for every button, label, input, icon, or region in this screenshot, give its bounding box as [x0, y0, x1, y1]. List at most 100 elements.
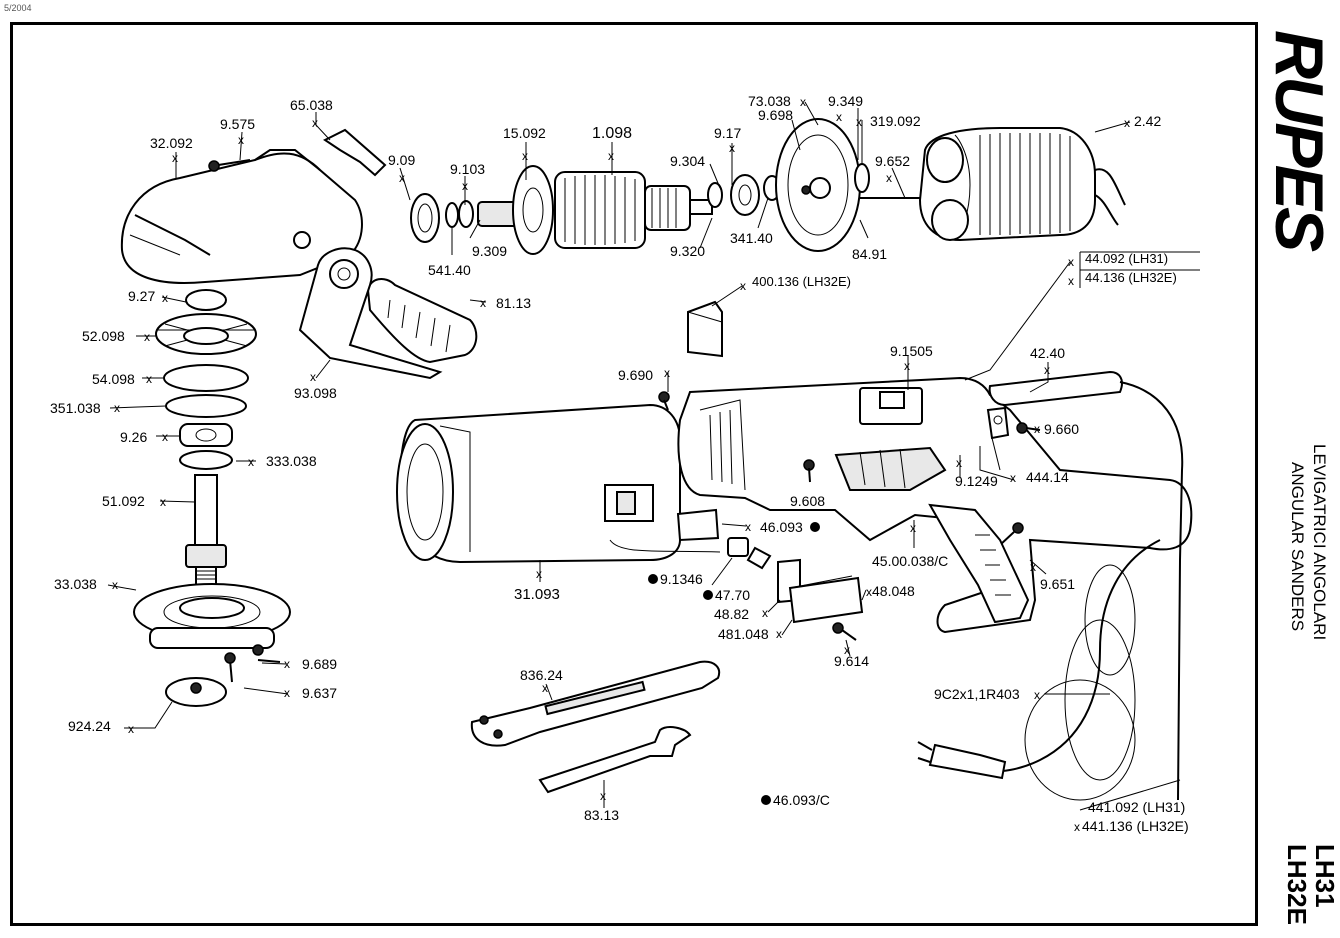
label-9698: 9.698 [758, 107, 793, 123]
bearing-926 [179, 423, 233, 447]
svg-text:x: x [844, 643, 850, 657]
svg-text:x: x [238, 133, 244, 147]
label-926: 9.26 [120, 429, 147, 445]
label-4882: 48.82 [714, 606, 749, 622]
label-9320: 9.320 [670, 243, 705, 259]
svg-text:x: x [776, 627, 782, 641]
svg-text:x: x [284, 686, 290, 700]
part-labels: 65.038 9.575 32.092 9.09 9.103 15.092 1.… [50, 93, 1189, 834]
svg-text:x: x [146, 372, 152, 386]
label-48048: 48.048 [872, 583, 915, 599]
svg-text:x: x [172, 151, 178, 165]
svg-text:x: x [312, 116, 318, 130]
washer-351038 [165, 394, 247, 418]
pinion-9309 [477, 201, 519, 227]
label-481048: 481.048 [718, 626, 769, 642]
grip-4500038c [928, 503, 1030, 624]
label-91249: 9.1249 [955, 473, 998, 489]
label-9304: 9.304 [670, 153, 705, 169]
print-date: 5/2004 [4, 3, 32, 13]
label-93098: 93.098 [294, 385, 337, 401]
svg-text:x: x [856, 115, 862, 129]
dot-46093c-icon [761, 795, 771, 805]
label-73038: 73.038 [748, 93, 791, 109]
svg-text:x: x [866, 585, 872, 599]
label-9637: 9.637 [302, 685, 337, 701]
svg-text:x: x [664, 366, 670, 380]
label-9660: 9.660 [1044, 421, 1079, 437]
svg-text:x: x [600, 789, 606, 803]
svg-text:x: x [904, 359, 910, 373]
bracket-93098 [298, 247, 443, 380]
label-319092: 319.092 [870, 113, 921, 129]
svg-text:x: x [162, 430, 168, 444]
ring-54098 [163, 364, 249, 392]
motor-housing-31093 [396, 403, 681, 564]
label-8113: 81.13 [496, 295, 531, 311]
svg-text:x: x [956, 456, 962, 470]
label-9575: 9.575 [220, 116, 255, 132]
module-48048 [777, 558, 864, 641]
model-line2: LH32E [1282, 844, 1312, 925]
label-44092: 44.092 (LH31) [1085, 251, 1168, 266]
seal-333038 [179, 450, 233, 470]
side-title: LEVIGATRICI ANGOLARI ANGULAR SANDERS [1288, 444, 1329, 640]
model-label: LH31 LH32E [1282, 844, 1338, 925]
gear-head-housing [120, 149, 363, 284]
armature-1098 [554, 171, 713, 249]
label-44414: 444.14 [1026, 469, 1069, 485]
label-46093c: 46.093/C [773, 792, 830, 808]
fan-15092 [512, 165, 554, 255]
svg-text:x: x [762, 606, 768, 620]
svg-text:x: x [310, 370, 316, 384]
pin-wrench-83624 [470, 660, 720, 747]
svg-text:x: x [1034, 422, 1040, 436]
svg-text:x: x [160, 495, 166, 509]
label-4500038c: 45.00.038/C [872, 553, 948, 569]
logo-text: RUPES [1262, 30, 1337, 252]
label-46093: 46.093 [760, 519, 803, 535]
label-91505: 9.1505 [890, 343, 933, 359]
brush-400136 [687, 300, 723, 358]
wrench-8313 [538, 726, 692, 794]
label-909: 9.09 [388, 152, 415, 168]
svg-text:x: x [836, 110, 842, 124]
label-9614: 9.614 [834, 653, 869, 669]
svg-text:x: x [112, 578, 118, 592]
label-8313: 83.13 [584, 807, 619, 823]
label-9689: 9.689 [302, 656, 337, 672]
label-54098: 54.098 [92, 371, 135, 387]
label-4240: 42.40 [1030, 345, 1065, 361]
label-9103: 9.103 [450, 161, 485, 177]
svg-text:x: x [910, 521, 916, 535]
rupes-logo: RUPES [1262, 30, 1337, 252]
svg-text:x: x [1074, 820, 1080, 834]
label-917: 9.17 [714, 125, 741, 141]
nut-927 [185, 289, 227, 311]
label-54140: 541.40 [428, 262, 471, 278]
label-9c2x1: 9C2x1,1R403 [934, 686, 1020, 702]
screw-9637 [224, 652, 236, 683]
svg-text:x: x [800, 95, 806, 109]
dot-46093-icon [810, 522, 820, 532]
label-9309: 9.309 [472, 243, 507, 259]
bearing-917 [707, 174, 781, 216]
svg-text:x: x [284, 657, 290, 671]
svg-text:x: x [399, 171, 405, 185]
leader-lines [107, 101, 1200, 811]
title-line1: LEVIGATRICI ANGOLARI [1310, 444, 1329, 640]
svg-text:x: x [1010, 471, 1016, 485]
cover-65038 [323, 128, 387, 177]
svg-text:x: x [1124, 116, 1130, 130]
label-9608: 9.608 [790, 493, 825, 509]
screw-9660 [1016, 422, 1041, 434]
label-400136: 400.136 (LH32E) [752, 274, 851, 289]
svg-text:x: x [144, 330, 150, 344]
label-92424: 924.24 [68, 718, 111, 734]
svg-text:x: x [886, 171, 892, 185]
model-line1: LH31 [1310, 844, 1338, 908]
svg-text:x: x [1068, 274, 1074, 288]
title-line2: ANGULAR SANDERS [1288, 462, 1307, 631]
screw-9690 [658, 391, 670, 411]
